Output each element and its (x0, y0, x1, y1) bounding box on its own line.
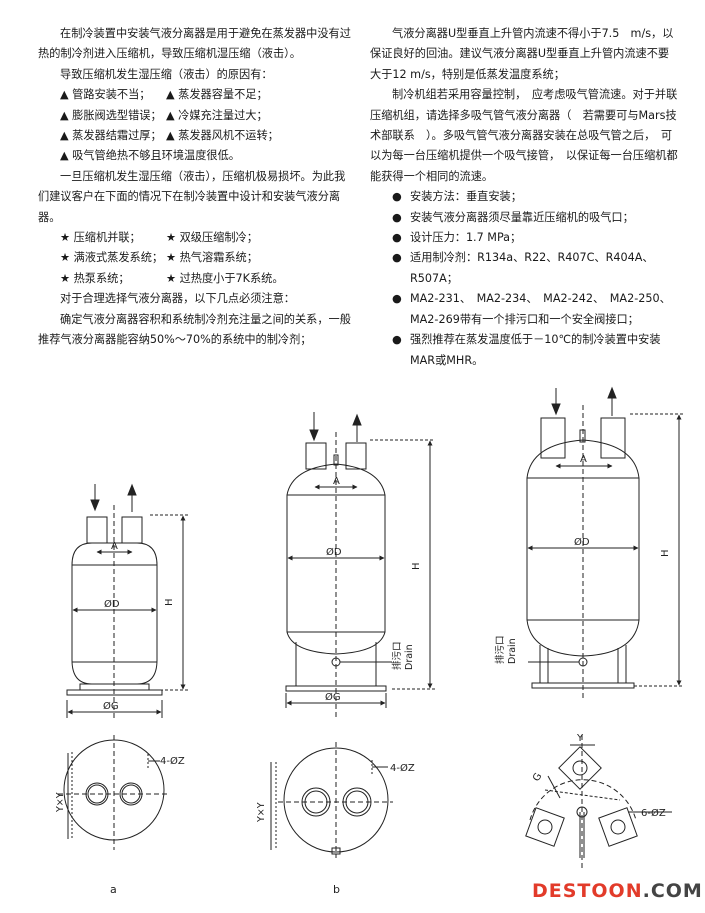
dimension-h-label: H (411, 562, 422, 570)
caption-b: b (333, 883, 340, 896)
list-item: ●MA2-231、 MA2-234、 MA2-242、 MA2-250、MA2-… (392, 289, 680, 330)
drain-label-cn: 排污口 (391, 641, 403, 670)
separator-b-top-view (270, 742, 393, 858)
separator-b-front-view (285, 412, 435, 720)
dimension-h-label: H (164, 598, 175, 606)
capacity-paragraph: 制冷机组若采用容量控制， 应考虑吸气管流速。对于并联压缩机组，请选择多吸气管气液… (370, 88, 678, 183)
right-text-column: 气液分离器U型垂直上升管内流速不得小于7.5 m/s，以保证良好的回油。建议气液… (370, 24, 680, 371)
dimension-z-label: 4-ØZ (160, 755, 185, 767)
recommendation-paragraph: 一旦压缩机发生湿压缩（液击），压缩机极易损坏。为此我们建议客户在下面的情况下在制… (38, 169, 346, 224)
list-item: ▲ 蒸发器结霜过厚；▲ 蒸发器风机不运转； (60, 129, 279, 143)
bullet-icon: ● (392, 210, 402, 224)
dimension-a-label: A (111, 541, 118, 552)
bullet-icon: ● (392, 231, 402, 245)
watermark-logo: DESTOON.COM (532, 880, 703, 902)
causes-list: ▲ 管路安装不当；▲ 蒸发器容量不足； ▲ 膨胀阀选型错误；▲ 冷媒充注量过大；… (38, 85, 352, 167)
watermark-suffix: .COM (642, 880, 703, 902)
list-item: ▲ 管路安装不当；▲ 蒸发器容量不足； (60, 88, 268, 102)
dimension-d-label: ØD (104, 598, 120, 610)
drain-label-cn: 排污口 (494, 635, 506, 664)
bullet-icon: ● (392, 292, 402, 306)
watermark-text: DESTOON (532, 880, 643, 902)
spec-bullets: ●安装方法：垂直安装； ●安装气液分离器须尽量靠近压缩机的吸气口； ●设计压力：… (370, 187, 680, 371)
dimension-a-label: A (580, 454, 587, 465)
list-item: ★ 满液式蒸发系统；★ 热气溶霜系统； (60, 251, 258, 265)
separator-a-front-view (66, 483, 188, 720)
separator-c-top-view (525, 735, 672, 870)
separator-a-top-view (58, 735, 170, 850)
dimension-yxy-label: Y×Y (55, 792, 66, 813)
list-item: ★ 热泵系统；★ 过热度小于7K系统。 (60, 271, 284, 285)
dimension-y-label: Y (576, 733, 584, 744)
list-item: ▲ 膨胀阀选型错误；▲ 冷媒充注量过大； (60, 108, 268, 122)
separator-c-front-view (526, 386, 684, 700)
dimension-g-label: ØG (325, 691, 341, 703)
dimension-g-label: ØG (103, 700, 119, 712)
volume-paragraph: 确定气液分离器容积和系统制冷剂充注量之间的关系，一般推荐气液分离器能容纳50%～… (38, 312, 351, 347)
bullet-icon: ● (392, 251, 402, 265)
dimension-a-label: A (333, 476, 340, 487)
bullet-icon: ● (392, 333, 402, 347)
intro-paragraph: 在制冷装置中安装气液分离器是用于避免在蒸发器中没有过热的制冷剂进入压缩机，导致压… (38, 27, 351, 61)
list-item: ●强烈推荐在蒸发温度低于－10℃的制冷装置中安装MAR或MHR。 (392, 330, 680, 371)
dimension-d-label: ØD (326, 546, 342, 558)
dimension-h-label: H (660, 549, 671, 557)
dimension-g-label: G (531, 771, 544, 783)
caption-a: a (110, 883, 117, 896)
list-item: ●设计压力：1.7 MPa； (392, 228, 680, 248)
bullet-icon: ● (392, 190, 402, 204)
causes-heading: 导致压缩机发生湿压缩（液击）的原因有： (60, 67, 273, 81)
dimension-z-label: 4-ØZ (390, 762, 415, 774)
list-item: ●适用制冷剂：R134a、R22、R407C、R404A、R507A； (392, 248, 680, 289)
list-item: ★ 压缩机并联；★ 双级压缩制冷； (60, 231, 258, 245)
list-item: ▲ 吸气管绝热不够且环境温度很低。 (60, 149, 240, 163)
dimension-z-label: 6-ØZ (641, 807, 666, 819)
drain-label-en: Drain (507, 638, 518, 664)
left-text-column: 在制冷装置中安装气液分离器是用于避免在蒸发器中没有过热的制冷剂进入压缩机，导致压… (38, 24, 352, 351)
cases-list: ★ 压缩机并联；★ 双级压缩制冷； ★ 满液式蒸发系统；★ 热气溶霜系统； ★ … (38, 228, 352, 289)
list-item: ●安装气液分离器须尽量靠近压缩机的吸气口； (392, 208, 680, 228)
list-item: ●安装方法：垂直安装； (392, 187, 680, 207)
dimension-yxy-label: Y×Y (256, 802, 267, 823)
velocity-paragraph: 气液分离器U型垂直上升管内流速不得小于7.5 m/s，以保证良好的回油。建议气液… (370, 27, 674, 81)
drain-label-en: Drain (404, 644, 415, 670)
dimension-d-label: ØD (574, 536, 590, 548)
selection-heading: 对于合理选择气液分离器，以下几点必须注意： (60, 292, 295, 306)
